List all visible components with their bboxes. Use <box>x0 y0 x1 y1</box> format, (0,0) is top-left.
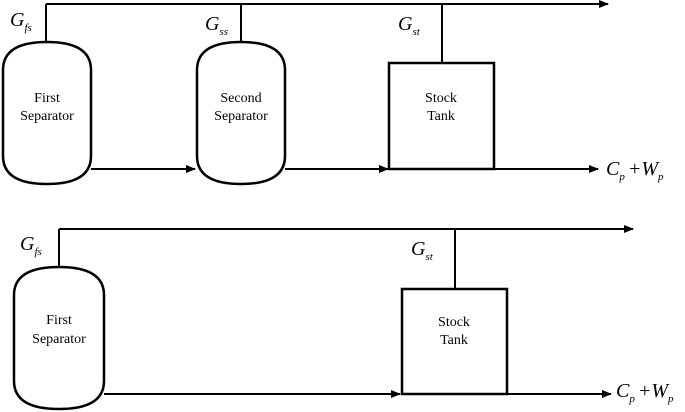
stock-tank-label-1: Stock <box>425 91 457 106</box>
first-separator-vessel-2 <box>12 265 106 411</box>
gas-label-st: Gst <box>398 13 421 38</box>
stock-tank-2 <box>400 287 509 396</box>
stock-tank-2-label-2: Tank <box>440 333 468 348</box>
first-separator-label-2: Separator <box>20 109 74 124</box>
output-label-1: Cp+Wp <box>606 158 664 183</box>
diagram-two-stage: Gfs Gst First Separator Stock Tank Cp+Wp <box>12 225 674 411</box>
gas-label-fs: Gfs <box>10 9 32 34</box>
stock-tank-2-label-1: Stock <box>438 315 470 330</box>
stock-tank <box>387 61 496 171</box>
stock-tank-label-2: Tank <box>427 109 455 124</box>
diagram-three-stage: Gfs Gss Gst First Separator Second Separ… <box>1 0 664 186</box>
first-separator-vessel <box>1 40 93 186</box>
gas-label-st-2: Gst <box>411 238 434 263</box>
second-separator-label-1: Second <box>220 91 261 106</box>
first-separator-2-label-2: Separator <box>32 332 86 347</box>
first-separator-label-1: First <box>34 91 60 106</box>
gas-label-fs-2: Gfs <box>20 233 42 258</box>
gas-label-ss: Gss <box>205 13 228 38</box>
second-separator-label-2: Separator <box>214 109 268 124</box>
second-separator-vessel <box>195 40 287 186</box>
output-label-2: Cp+Wp <box>616 380 674 405</box>
first-separator-2-label-1: First <box>46 313 72 328</box>
